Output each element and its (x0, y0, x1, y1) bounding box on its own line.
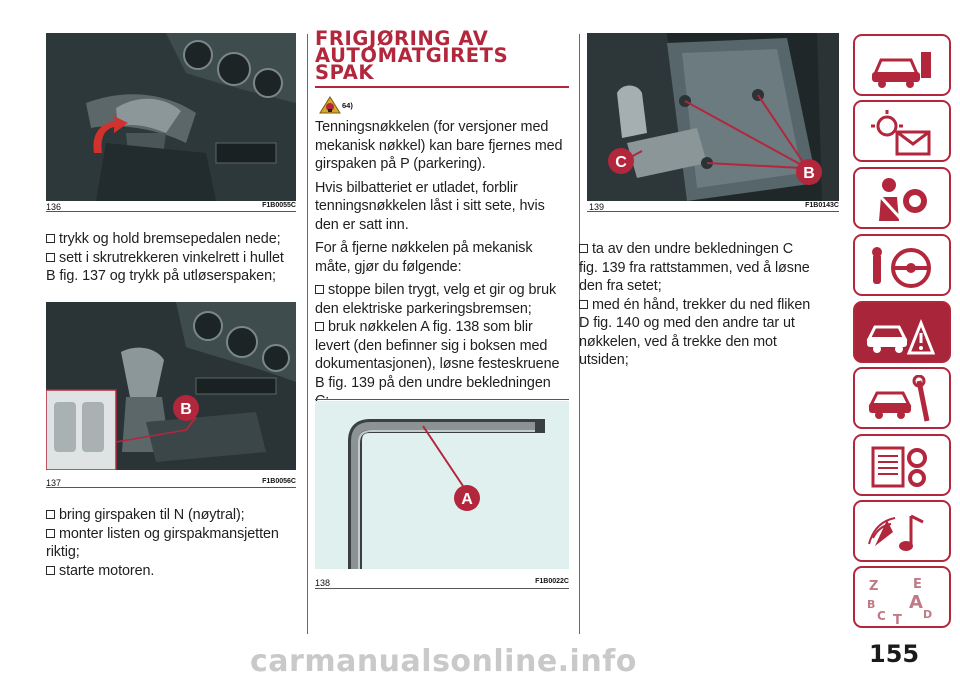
multimedia-icon (868, 514, 924, 551)
figure-code: F1B0055C (262, 202, 296, 209)
watermark: carmanualsonline.info (250, 644, 637, 678)
column1-text-a: trykk og hold bremsepedalen nede; sett i… (46, 230, 302, 286)
figure-code: F1B0056C (262, 478, 296, 485)
warning-lights-icon (871, 110, 931, 156)
tab-emergency[interactable] (853, 301, 951, 363)
figure-136-image (46, 33, 296, 201)
figure-139-image: C B (587, 33, 839, 201)
checkbox-bullet-icon (579, 244, 588, 253)
list-item-continued: D fig. 140 og med den andre tar ut (579, 315, 795, 331)
section-title: FRIGJØRING AV AUTOMATGIRETS SPAK (315, 27, 509, 84)
technical-data-icon (871, 446, 927, 488)
figure-top-rule (315, 399, 569, 400)
tab-steering-key[interactable] (853, 234, 951, 296)
figure-number: 137 (46, 478, 62, 488)
svg-text:A: A (909, 592, 923, 613)
list-item: monter listen og girspakmansjetten (46, 525, 302, 544)
tab-technical-data[interactable] (853, 434, 951, 496)
paragraph: Hvis bilbatteriet er utladet, forblir te… (315, 179, 545, 233)
checkbox-bullet-icon (579, 299, 588, 309)
list-item-continued: nøkkelen, ved å trekke den mot (579, 333, 777, 350)
figure-number: 139 (589, 202, 605, 212)
tab-seatbelt-airbag[interactable] (853, 167, 951, 229)
checkbox-bullet-icon (315, 285, 324, 294)
figure-138-image: A (315, 401, 569, 569)
figure-code: F1B0143C (805, 202, 839, 209)
section-title-rule (315, 86, 569, 88)
checkbox-bullet-icon (46, 252, 55, 262)
warning-triangle-icon (319, 96, 341, 119)
figure-139-label-c: C (615, 154, 627, 171)
figure-number: 136 (46, 202, 62, 212)
figure-137-caption: 137 F1B0056C (46, 478, 296, 488)
figure-caption-rule (315, 588, 569, 589)
list-item: bruk nøkkelen A fig. 138 som blir (315, 318, 577, 337)
checkbox-bullet-icon (46, 234, 55, 243)
svg-text:B: B (867, 598, 875, 611)
figure-caption-rule (46, 211, 296, 212)
list-item: bring girspaken til N (nøytral); (46, 506, 302, 525)
car-dashboard-icon (872, 52, 931, 88)
index-icon: Z E B A C T D (867, 577, 932, 624)
paragraph: Tenningsnøkkelen (for versjoner med meka… (315, 119, 563, 172)
figure-137-image: B (46, 302, 296, 470)
checkbox-bullet-icon (315, 322, 324, 331)
page-number: 155 (869, 640, 920, 668)
paragraph: For å fjerne nøkkelen på mekanisk måte, … (315, 240, 533, 275)
checkbox-bullet-icon (46, 510, 55, 519)
figure-139-label-b: B (803, 165, 815, 182)
list-item-continued: utsiden; (579, 352, 629, 368)
figure-139-caption: 139 F1B0143C (589, 202, 839, 212)
steering-key-icon (872, 247, 931, 288)
svg-text:C: C (877, 609, 886, 623)
svg-text:E: E (913, 577, 922, 592)
figure-136-caption: 136 F1B0055C (46, 202, 296, 212)
list-item: ta av den undre bekledningen C (579, 240, 841, 259)
list-item-continued: B fig. 137 og trykk på utløserspaken; (46, 268, 276, 284)
figure-138-caption: 138 F1B0022C (315, 578, 569, 588)
tab-car-maintenance[interactable] (853, 367, 951, 429)
list-item-continued: riktig; (46, 544, 80, 560)
svg-text:D: D (923, 608, 932, 621)
column1-text-b: bring girspaken til N (nøytral); monter … (46, 506, 302, 580)
tab-multimedia[interactable] (853, 500, 951, 562)
list-item: sett i skrutrekkeren vinkelrett i hullet (46, 249, 302, 268)
svg-text:T: T (893, 613, 902, 624)
tab-warning-lights[interactable] (853, 100, 951, 162)
list-item: stoppe bilen trygt, velg et gir og bruk (315, 281, 577, 300)
list-item-continued: levert (den befinner sig i boksen med (315, 337, 548, 354)
column3-text: ta av den undre bekledningen C fig. 139 … (579, 240, 841, 370)
svg-text:Z: Z (869, 579, 878, 594)
list-item: starte motoren. (46, 562, 302, 581)
column-divider (579, 34, 580, 634)
list-item: trykk og hold bremsepedalen nede; (46, 230, 302, 249)
list-item-continued: den elektriske parkeringsbremsen; (315, 300, 532, 317)
figure-code: F1B0022C (535, 578, 569, 585)
emergency-car-icon (866, 318, 935, 355)
list-item-continued: B fig. 139 på den undre bekledningen (315, 374, 551, 391)
checkbox-bullet-icon (46, 565, 55, 575)
list-item: med én hånd, trekker du ned fliken (579, 296, 841, 315)
checkbox-bullet-icon (46, 528, 55, 538)
column-divider (307, 34, 308, 634)
tab-index[interactable]: Z E B A C T D (853, 566, 951, 628)
warning-reference: 64) (342, 101, 353, 110)
figure-137-label-b: B (180, 401, 192, 418)
list-item-continued: den fra setet; (579, 278, 662, 294)
seatbelt-airbag-icon (877, 178, 927, 221)
list-item-continued: dokumentasjonen), løsne festeskruene (315, 356, 560, 372)
figure-138-label-a: A (461, 491, 473, 508)
figure-caption-rule (46, 487, 296, 488)
figure-caption-rule (587, 211, 839, 212)
tab-car-dashboard[interactable] (853, 34, 951, 96)
figure-number: 138 (315, 578, 331, 588)
list-item-continued: fig. 139 fra rattstammen, ved å løsne (579, 259, 810, 276)
car-maintenance-icon (868, 375, 930, 422)
column2-text: Tenningsnøkkelen (for versjoner med meka… (315, 118, 577, 411)
